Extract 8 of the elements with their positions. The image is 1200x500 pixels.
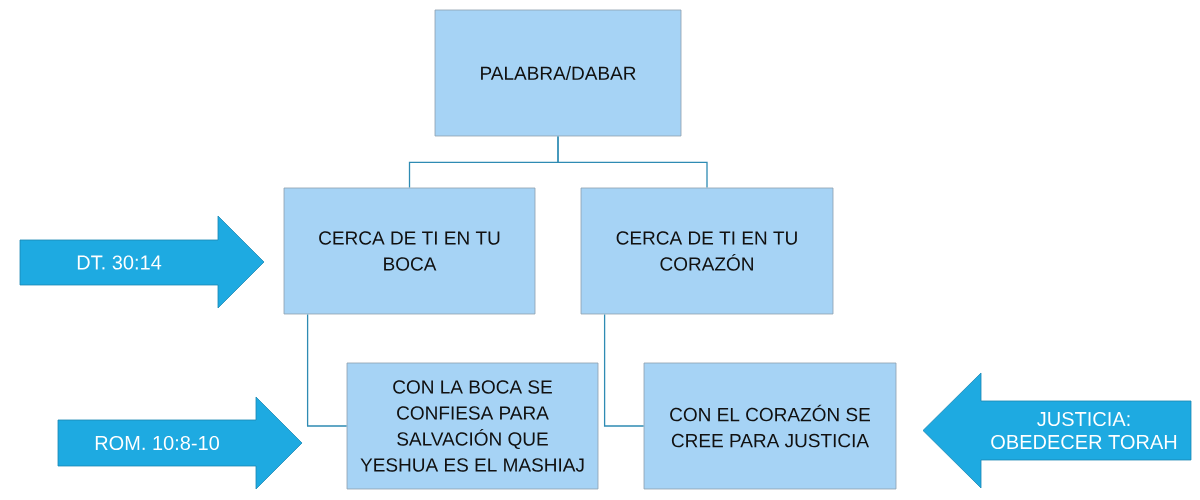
concept-box: CERCA DE TI EN TU CORAZÓN bbox=[580, 187, 834, 315]
connector-line bbox=[557, 135, 708, 189]
connector-line bbox=[306, 313, 348, 427]
connector-line bbox=[603, 313, 645, 427]
concept-box: CON EL CORAZÓN SE CREE PARA JUSTICIA bbox=[643, 362, 897, 490]
concept-box: CERCA DE TI EN TU BOCA bbox=[283, 187, 536, 315]
concept-box: PALABRA/DABAR bbox=[434, 9, 682, 137]
concept-box: CON LA BOCA SE CONFIESA PARA SALVACIÓN QUE YESHUA ES EL MASHIAJ bbox=[346, 362, 599, 490]
